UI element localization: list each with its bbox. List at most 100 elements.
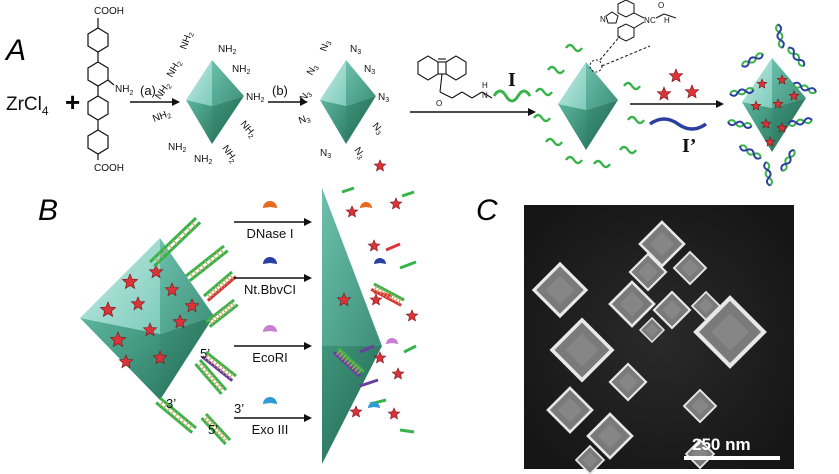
base-pair	[356, 369, 362, 375]
strand-i-label: I	[508, 69, 516, 91]
svg-text:N3: N3	[320, 148, 331, 160]
cargo-stars	[656, 68, 700, 101]
sem-crystal	[652, 290, 692, 330]
cargo-star	[164, 282, 180, 297]
cargo-star	[760, 118, 772, 129]
triazole-molecule	[605, 0, 677, 42]
enzyme-pacman-icon	[263, 201, 277, 208]
base-pair	[212, 254, 217, 261]
base-pair	[338, 352, 344, 358]
base-pair	[215, 383, 222, 389]
base-pair	[207, 356, 213, 362]
dna-arrowhead	[222, 240, 232, 248]
panel-a: A ZrCl4 + COOH NH2 COOH (a)	[4, 0, 817, 187]
base-pair	[154, 257, 160, 263]
base-pair	[188, 424, 193, 430]
duplex-dna	[792, 81, 817, 95]
dna-arrowhead	[228, 438, 237, 447]
dna-fragment	[385, 242, 401, 252]
cargo-star	[121, 273, 139, 290]
base-pair	[213, 315, 219, 321]
base-pair	[208, 257, 213, 264]
base-pair	[197, 362, 203, 368]
label-5prime-lower: 5’	[208, 422, 218, 437]
dna-arrowhead	[362, 370, 371, 379]
base-pair	[208, 319, 213, 325]
sem-crystal	[574, 444, 606, 474]
cargo-star	[750, 100, 762, 111]
label-5prime-upper: 5’	[200, 346, 210, 361]
linker-cooh-top: COOH	[94, 6, 124, 17]
duplex-dna	[739, 144, 762, 160]
enzyme-row-exo-iii: Exo III	[234, 397, 312, 437]
base-pair	[349, 361, 355, 368]
cargo-star	[130, 296, 146, 311]
cargo-star	[172, 314, 188, 329]
base-pair	[204, 260, 210, 267]
triazole-o: O	[658, 1, 664, 10]
dbco-nitrogen: N	[482, 91, 488, 100]
base-pair	[200, 365, 206, 371]
duplex-dna	[787, 46, 806, 68]
svg-text:NH2: NH2	[246, 92, 264, 104]
mof-octahedron-dna	[558, 62, 618, 150]
base-pair	[228, 274, 234, 280]
mof-octahedron-large	[80, 238, 214, 400]
azide-labels: N3 N3 N3 N3 N3 N3 N3 N3 N3 N3	[297, 39, 389, 161]
base-pair	[228, 373, 234, 379]
base-pair	[397, 298, 402, 304]
loaded-stars	[750, 74, 800, 147]
base-pair	[189, 272, 194, 279]
enzyme-pacman-icon	[263, 325, 277, 332]
zrcl4-label: ZrCl4	[6, 94, 49, 118]
base-pair	[215, 429, 221, 435]
linker-cooh-bottom: COOH	[94, 163, 124, 174]
svg-text:NH2: NH2	[151, 108, 172, 126]
base-pair	[172, 239, 178, 245]
dna-fragment	[403, 344, 417, 354]
base-pair	[217, 283, 223, 289]
panel-a-letter: A	[4, 34, 26, 67]
label-3prime-right: 3’	[234, 401, 244, 416]
cargo-star	[367, 239, 381, 252]
cargo-star	[336, 292, 352, 307]
base-pair	[220, 434, 226, 440]
svg-text:N3: N3	[318, 39, 333, 54]
duplex-dna	[763, 161, 773, 187]
base-pair	[202, 368, 209, 374]
base-pair	[219, 366, 225, 372]
mof-octahedron-loaded	[742, 58, 806, 152]
released-enzyme-icon	[360, 202, 372, 208]
base-pair	[167, 243, 173, 250]
dna-fragments	[332, 186, 417, 434]
base-pair	[208, 374, 214, 380]
dna-fragment	[399, 428, 415, 434]
base-pair	[373, 285, 378, 292]
released-cargo	[336, 159, 419, 420]
base-pair	[382, 290, 387, 296]
dna-fragment	[341, 186, 355, 194]
arrow-hybridization-head	[716, 100, 724, 108]
base-pair	[181, 230, 187, 236]
dna-fragment	[359, 378, 379, 388]
sem-crystal	[628, 252, 668, 292]
base-pair	[227, 304, 233, 310]
cargo-star	[772, 98, 784, 109]
enzyme-arrowhead	[304, 218, 312, 226]
released-enzyme-icon	[374, 258, 386, 264]
cargo-star	[345, 205, 359, 218]
sem-crystal	[690, 290, 722, 322]
base-pair	[200, 263, 206, 270]
svg-text:NH2: NH2	[165, 58, 185, 80]
duplex-dna	[729, 87, 755, 97]
base-pair	[214, 286, 220, 292]
base-pair	[222, 308, 227, 314]
triazole-h: H	[664, 16, 670, 25]
base-pair	[218, 386, 224, 392]
sem-crystal	[608, 280, 656, 328]
enzyme-arrowhead	[304, 414, 312, 422]
sem-crystal	[693, 295, 767, 369]
strand-i-prime-label: I’	[682, 135, 696, 157]
